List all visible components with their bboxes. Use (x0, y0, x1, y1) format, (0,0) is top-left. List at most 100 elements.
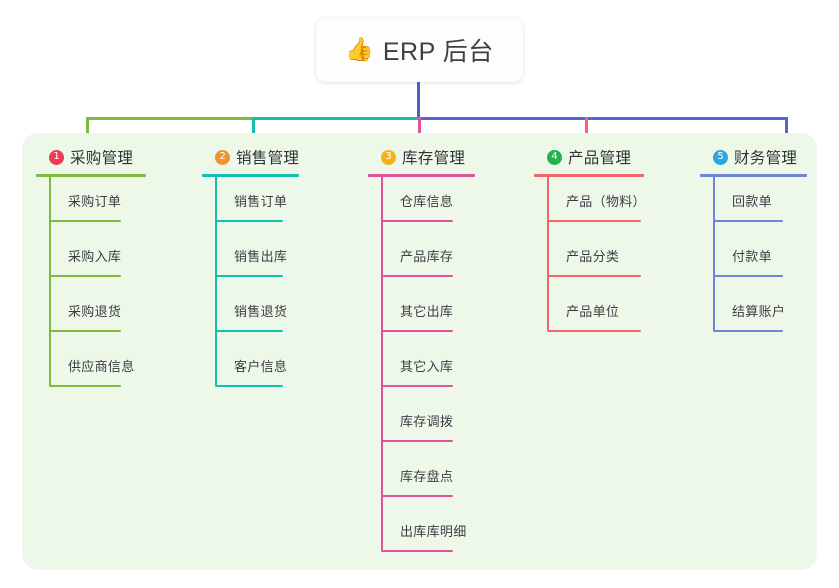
module-column-3: 3 库存管理仓库信息产品库存其它出库其它入库库存调拨库存盘点出库库明细 (368, 146, 475, 562)
submodule-label: 其它入库 (400, 359, 454, 374)
module-header-3[interactable]: 3 库存管理 (368, 146, 475, 168)
module-title-4: 产品管理 (568, 150, 632, 167)
module-badge-2: 2 (215, 149, 230, 165)
submodule-list-2: 销售订单销售出库销售退货客户信息 (202, 177, 299, 397)
submodule-rule (713, 220, 783, 222)
submodule-label: 销售订单 (234, 194, 288, 209)
module-header-2[interactable]: 2 销售管理 (202, 146, 299, 168)
submodule-item[interactable]: 产品库存 (368, 232, 475, 287)
submodule-label: 出库库明细 (400, 524, 467, 539)
module-badge-3: 3 (381, 149, 396, 165)
submodule-spine-4 (547, 177, 549, 330)
submodule-list-1: 采购订单采购入库采购退货供应商信息 (36, 177, 146, 397)
submodule-item[interactable]: 客户信息 (202, 342, 299, 397)
module-title-3: 库存管理 (402, 150, 466, 167)
connector-bar-segment-3 (418, 117, 786, 120)
submodule-label: 产品库存 (400, 249, 454, 264)
submodule-item[interactable]: 仓库信息 (368, 177, 475, 232)
submodule-rule (547, 220, 641, 222)
module-header-rule-3 (368, 174, 475, 177)
submodule-rule (381, 275, 453, 277)
module-column-4: 4 产品管理产品（物料） 产品分类产品单位 (534, 146, 646, 342)
submodule-label: 销售退货 (234, 304, 288, 319)
submodule-label: 库存调拨 (400, 414, 454, 429)
submodule-label: 销售出库 (234, 249, 288, 264)
submodule-item[interactable]: 采购订单 (36, 177, 146, 232)
submodule-label: 产品（物料） (566, 194, 646, 209)
submodule-rule (381, 495, 453, 497)
module-title-5: 财务管理 (734, 150, 798, 167)
submodule-rule (381, 385, 453, 387)
submodule-rule (49, 385, 121, 387)
submodule-item[interactable]: 产品（物料） (534, 177, 646, 232)
submodule-item[interactable]: 产品分类 (534, 232, 644, 287)
submodule-rule (381, 330, 453, 332)
module-column-5: 5 财务管理回款单付款单结算账户 (700, 146, 807, 342)
submodule-rule (49, 275, 121, 277)
module-header-1[interactable]: 1 采购管理 (36, 146, 146, 168)
module-title-1: 采购管理 (70, 150, 134, 167)
submodule-label: 采购入库 (68, 249, 122, 264)
module-header-4[interactable]: 4 产品管理 (534, 146, 644, 168)
submodule-item[interactable]: 销售退货 (202, 287, 299, 342)
submodule-item[interactable]: 出库库明细 (368, 507, 475, 562)
connector-bar-segment-2 (252, 117, 419, 120)
submodule-rule (215, 220, 283, 222)
submodule-label: 采购订单 (68, 194, 122, 209)
submodule-label: 客户信息 (234, 359, 288, 374)
module-badge-1: 1 (49, 149, 64, 165)
module-title-2: 销售管理 (236, 150, 300, 167)
submodule-label: 库存盘点 (400, 469, 454, 484)
submodule-rule (49, 220, 121, 222)
submodule-label: 产品分类 (566, 249, 620, 264)
submodule-label: 结算账户 (732, 304, 786, 319)
submodule-rule (215, 385, 283, 387)
submodule-item[interactable]: 库存调拨 (368, 397, 475, 452)
submodule-rule (381, 550, 453, 552)
submodule-list-5: 回款单付款单结算账户 (700, 177, 807, 342)
module-badge-4: 4 (547, 149, 562, 165)
thumbs-up-icon: 👍 (345, 36, 374, 63)
submodule-label: 采购退货 (68, 304, 122, 319)
submodule-item[interactable]: 其它出库 (368, 287, 475, 342)
root-title: ERP 后台 (382, 38, 494, 66)
submodule-item[interactable]: 采购入库 (36, 232, 146, 287)
submodule-item[interactable]: 采购退货 (36, 287, 146, 342)
submodule-list-4: 产品（物料） 产品分类产品单位 (534, 177, 646, 342)
submodule-label: 其它出库 (400, 304, 454, 319)
submodule-list-3: 仓库信息产品库存其它出库其它入库库存调拨库存盘点出库库明细 (368, 177, 475, 562)
submodule-rule (215, 275, 283, 277)
module-column-1: 1 采购管理采购订单采购入库采购退货供应商信息 (36, 146, 146, 397)
module-header-rule-1 (36, 174, 146, 177)
module-header-5[interactable]: 5 财务管理 (700, 146, 807, 168)
submodule-item[interactable]: 付款单 (700, 232, 807, 287)
root-trunk-line (417, 82, 420, 120)
submodule-rule (713, 330, 783, 332)
submodule-label: 回款单 (732, 194, 772, 209)
submodule-item[interactable]: 回款单 (700, 177, 807, 232)
submodule-spine-3 (381, 177, 383, 550)
module-header-rule-4 (534, 174, 644, 177)
module-header-rule-5 (700, 174, 807, 177)
submodule-rule (547, 275, 641, 277)
submodule-label: 付款单 (732, 249, 772, 264)
submodule-rule (381, 220, 453, 222)
submodule-label: 仓库信息 (400, 194, 454, 209)
submodule-item[interactable]: 销售订单 (202, 177, 299, 232)
submodule-spine-1 (49, 177, 51, 385)
submodule-item[interactable]: 其它入库 (368, 342, 475, 397)
submodule-item[interactable]: 产品单位 (534, 287, 644, 342)
submodule-rule (713, 275, 783, 277)
submodule-item[interactable]: 结算账户 (700, 287, 807, 342)
submodule-item[interactable]: 供应商信息 (36, 342, 146, 397)
submodule-spine-5 (713, 177, 715, 330)
submodule-item[interactable]: 销售出库 (202, 232, 299, 287)
root-node[interactable]: 👍 ERP 后台 (316, 18, 523, 82)
submodule-rule (381, 440, 453, 442)
submodule-spine-2 (215, 177, 217, 385)
module-column-2: 2 销售管理销售订单销售出库销售退货客户信息 (202, 146, 299, 397)
submodule-item[interactable]: 库存盘点 (368, 452, 475, 507)
modules-panel (22, 133, 817, 570)
module-badge-5: 5 (713, 149, 728, 165)
